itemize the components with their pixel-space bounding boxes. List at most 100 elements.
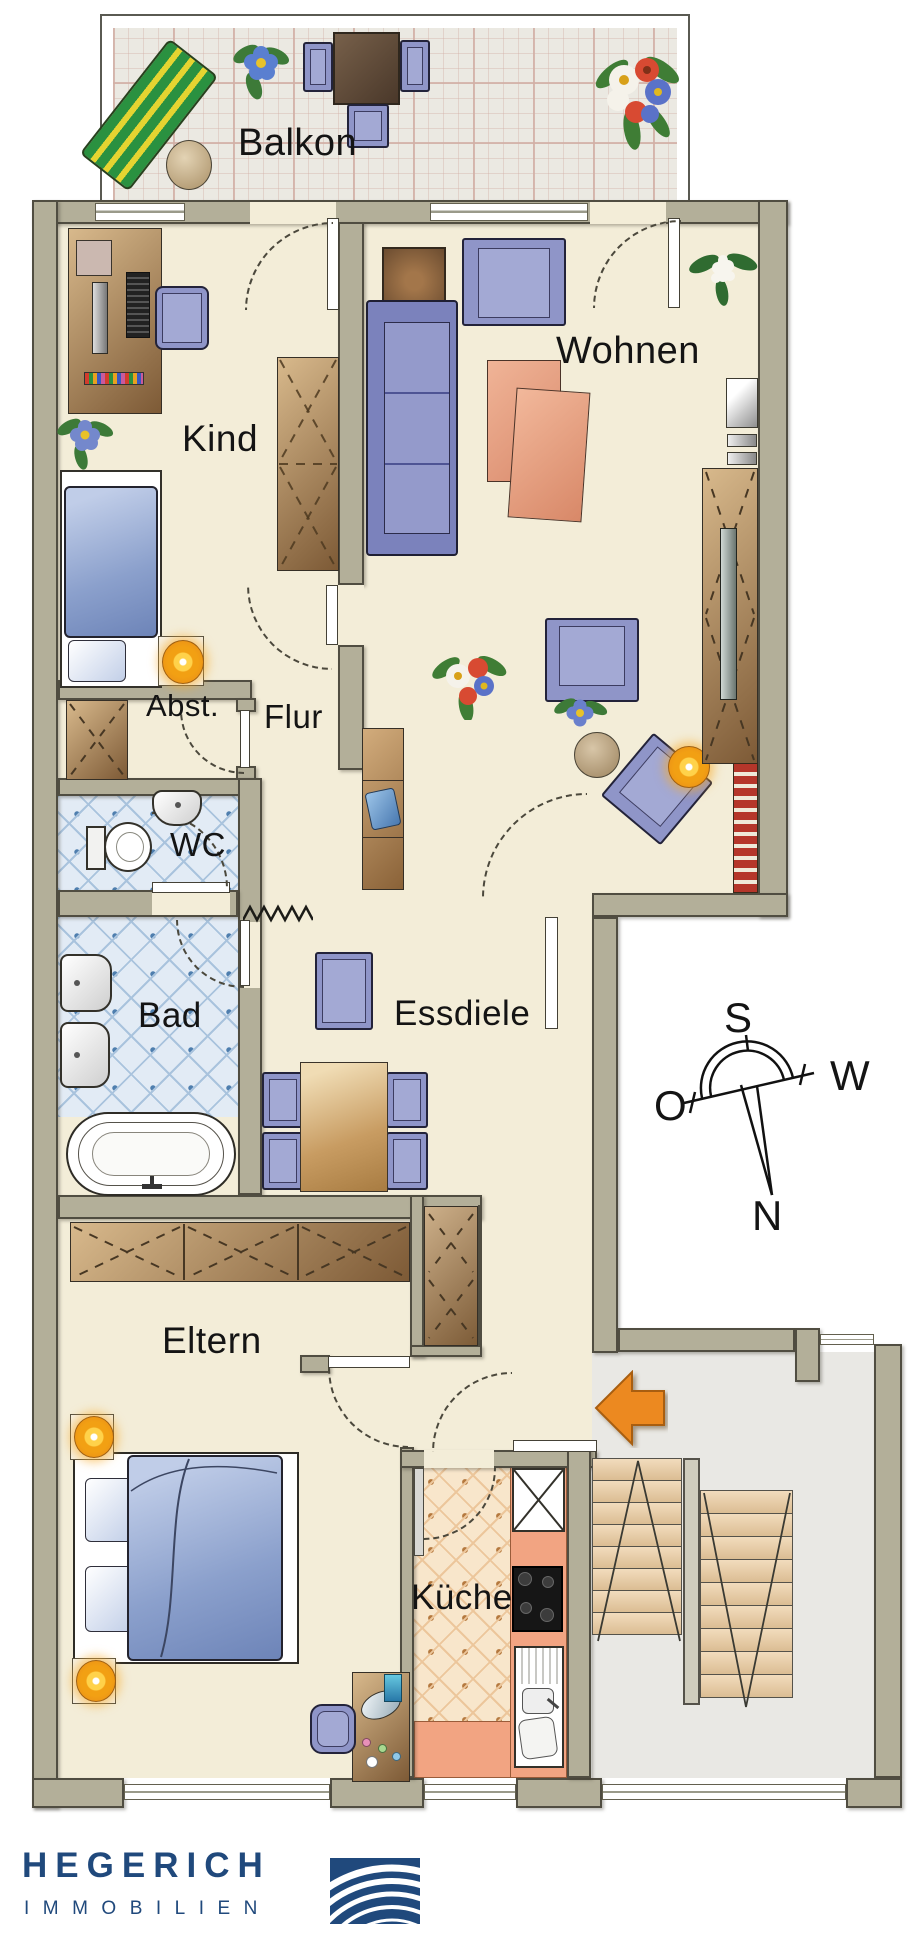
- wohnen-balcony-door-arc: [593, 220, 681, 308]
- kind-flower: [57, 418, 114, 470]
- room-label-bad: Bad: [138, 996, 202, 1035]
- abst-shelf-x: [69, 703, 125, 777]
- wall-left: [32, 200, 58, 1808]
- kind-door-arc: [247, 585, 332, 670]
- radiator-squiggle: [243, 904, 313, 923]
- eltern-wardrobe-row-x: [73, 1224, 407, 1280]
- wohnen-armchair-top: [462, 238, 566, 326]
- kind-window: [95, 203, 185, 221]
- stairs-flight-left: [592, 1458, 682, 1642]
- balcony-flower-bouquet: [595, 56, 680, 150]
- wc-door-gap: [152, 892, 230, 915]
- kitchen-stove-burner-4: [540, 1608, 554, 1622]
- eltern-door-arc: [328, 1368, 408, 1448]
- wall-right-upper: [758, 200, 788, 917]
- bad-sink-2: [60, 1022, 110, 1088]
- abst-door-arc: [180, 710, 244, 774]
- kitchen-door-leaf: [414, 1468, 424, 1556]
- balcony-chair-right: [400, 40, 430, 92]
- essdiele-table: [300, 1062, 388, 1192]
- abst-shelf: [66, 700, 128, 780]
- brand-logo-mark: [330, 1858, 420, 1924]
- hall-closet-wardrobe: [424, 1206, 478, 1346]
- eltern-vanity-box: [384, 1674, 402, 1702]
- wall-kind-wohnen-upper: [338, 222, 364, 585]
- kind-mousepad: [76, 240, 112, 276]
- entrance-door-leaf: [513, 1440, 597, 1452]
- stairwell-window: [820, 1334, 874, 1345]
- entrance-arrow: [594, 1370, 665, 1447]
- kitchen-window-south: [424, 1784, 516, 1800]
- balcony-side-table: [166, 140, 212, 190]
- kind-wardrobe-x: [279, 359, 337, 569]
- kitchen-stove-burner-3: [520, 1602, 532, 1614]
- wohnen-round-table: [574, 732, 620, 778]
- essdiele-chair-right-2: [386, 1132, 428, 1190]
- wall-bottom-1: [32, 1778, 124, 1808]
- wohnen-balcony-door-gap: [590, 202, 666, 224]
- brand-subtitle: IMMOBILIEN: [24, 1898, 271, 1919]
- wohnen-window: [430, 203, 588, 221]
- stairs-direction-lines: [597, 1460, 791, 1708]
- wall-bottom-3: [516, 1778, 602, 1808]
- room-label-flur: Flur: [264, 698, 323, 735]
- kitchen-sink-bowl-2: [517, 1715, 559, 1761]
- wc-sink: [152, 790, 202, 826]
- wall-closet-east-line: [478, 1205, 482, 1345]
- kind-pencils: [84, 372, 144, 385]
- wall-right-lower: [874, 1344, 902, 1778]
- kind-monitor: [92, 282, 108, 354]
- kind-desk-chair: [155, 286, 209, 350]
- room-label-wohnen: Wohnen: [556, 330, 700, 372]
- wohnen-radiator-shelf: [733, 763, 758, 893]
- essdiele-chair-right-1: [386, 1072, 428, 1128]
- eltern-pillow-1: [85, 1478, 133, 1542]
- kitchen-stove: [512, 1566, 563, 1632]
- eltern-lamp-2: [76, 1660, 116, 1702]
- wall-stairwell-pier: [795, 1328, 820, 1382]
- wohnen-shelf-box: [726, 378, 758, 428]
- wall-bottom-4: [846, 1778, 902, 1808]
- brand-name: HEGERICH: [22, 1846, 271, 1885]
- essdiele-chair-left-2: [262, 1132, 304, 1190]
- wall-stairwell-north: [618, 1328, 795, 1352]
- bad-faucet-stem: [150, 1176, 154, 1188]
- room-label-balkon: Balkon: [238, 122, 358, 164]
- wohnen-door-leaf: [545, 917, 558, 1029]
- kitchen-stove-burner-1: [518, 1572, 532, 1586]
- wohnen-niche-flower: [689, 253, 758, 306]
- wohnen-flower-blue: [554, 698, 608, 727]
- eltern-lamp-1: [74, 1416, 114, 1458]
- room-label-eltern: Eltern: [162, 1320, 262, 1361]
- room-label-essdiele: Essdiele: [394, 994, 531, 1033]
- wall-eltern-door-stub: [300, 1355, 330, 1373]
- room-label-kind: Kind: [182, 418, 259, 459]
- wall-closet-west: [410, 1195, 424, 1357]
- eltern-stool: [310, 1704, 356, 1754]
- flur-sideboard-dividers: [362, 780, 404, 838]
- eltern-trinket-1: [362, 1738, 371, 1747]
- wohnen-shelf-slot-2: [727, 452, 757, 465]
- kind-balcony-door-arc: [245, 222, 333, 310]
- hall-closet-wardrobe-x: [428, 1213, 474, 1339]
- wohnen-armchair-bottom: [545, 618, 639, 702]
- room-label-kueche: Küche: [411, 1578, 513, 1617]
- compass-north: N: [752, 1192, 783, 1239]
- stairs-railing: [683, 1458, 700, 1705]
- kind-door-gap: [338, 585, 364, 645]
- balcony-chair-left: [303, 42, 333, 92]
- wohnen-tv: [720, 528, 737, 700]
- wall-kitchen-east: [567, 1447, 591, 1778]
- bad-door-arc: [176, 920, 244, 988]
- wohnen-flower-bouquet: [432, 655, 507, 720]
- eltern-trinket-3: [366, 1756, 378, 1768]
- essdiele-chair-top: [315, 952, 373, 1030]
- compass-rose: [683, 1034, 815, 1196]
- wohnen-rug-2: [507, 387, 591, 523]
- bad-bathtub-basin: [92, 1132, 210, 1176]
- wc-toilet-tank: [86, 826, 106, 870]
- room-label-wc: WC: [170, 826, 226, 863]
- eltern-pillow-2: [85, 1566, 133, 1632]
- eltern-duvet-fold: [130, 1458, 278, 1658]
